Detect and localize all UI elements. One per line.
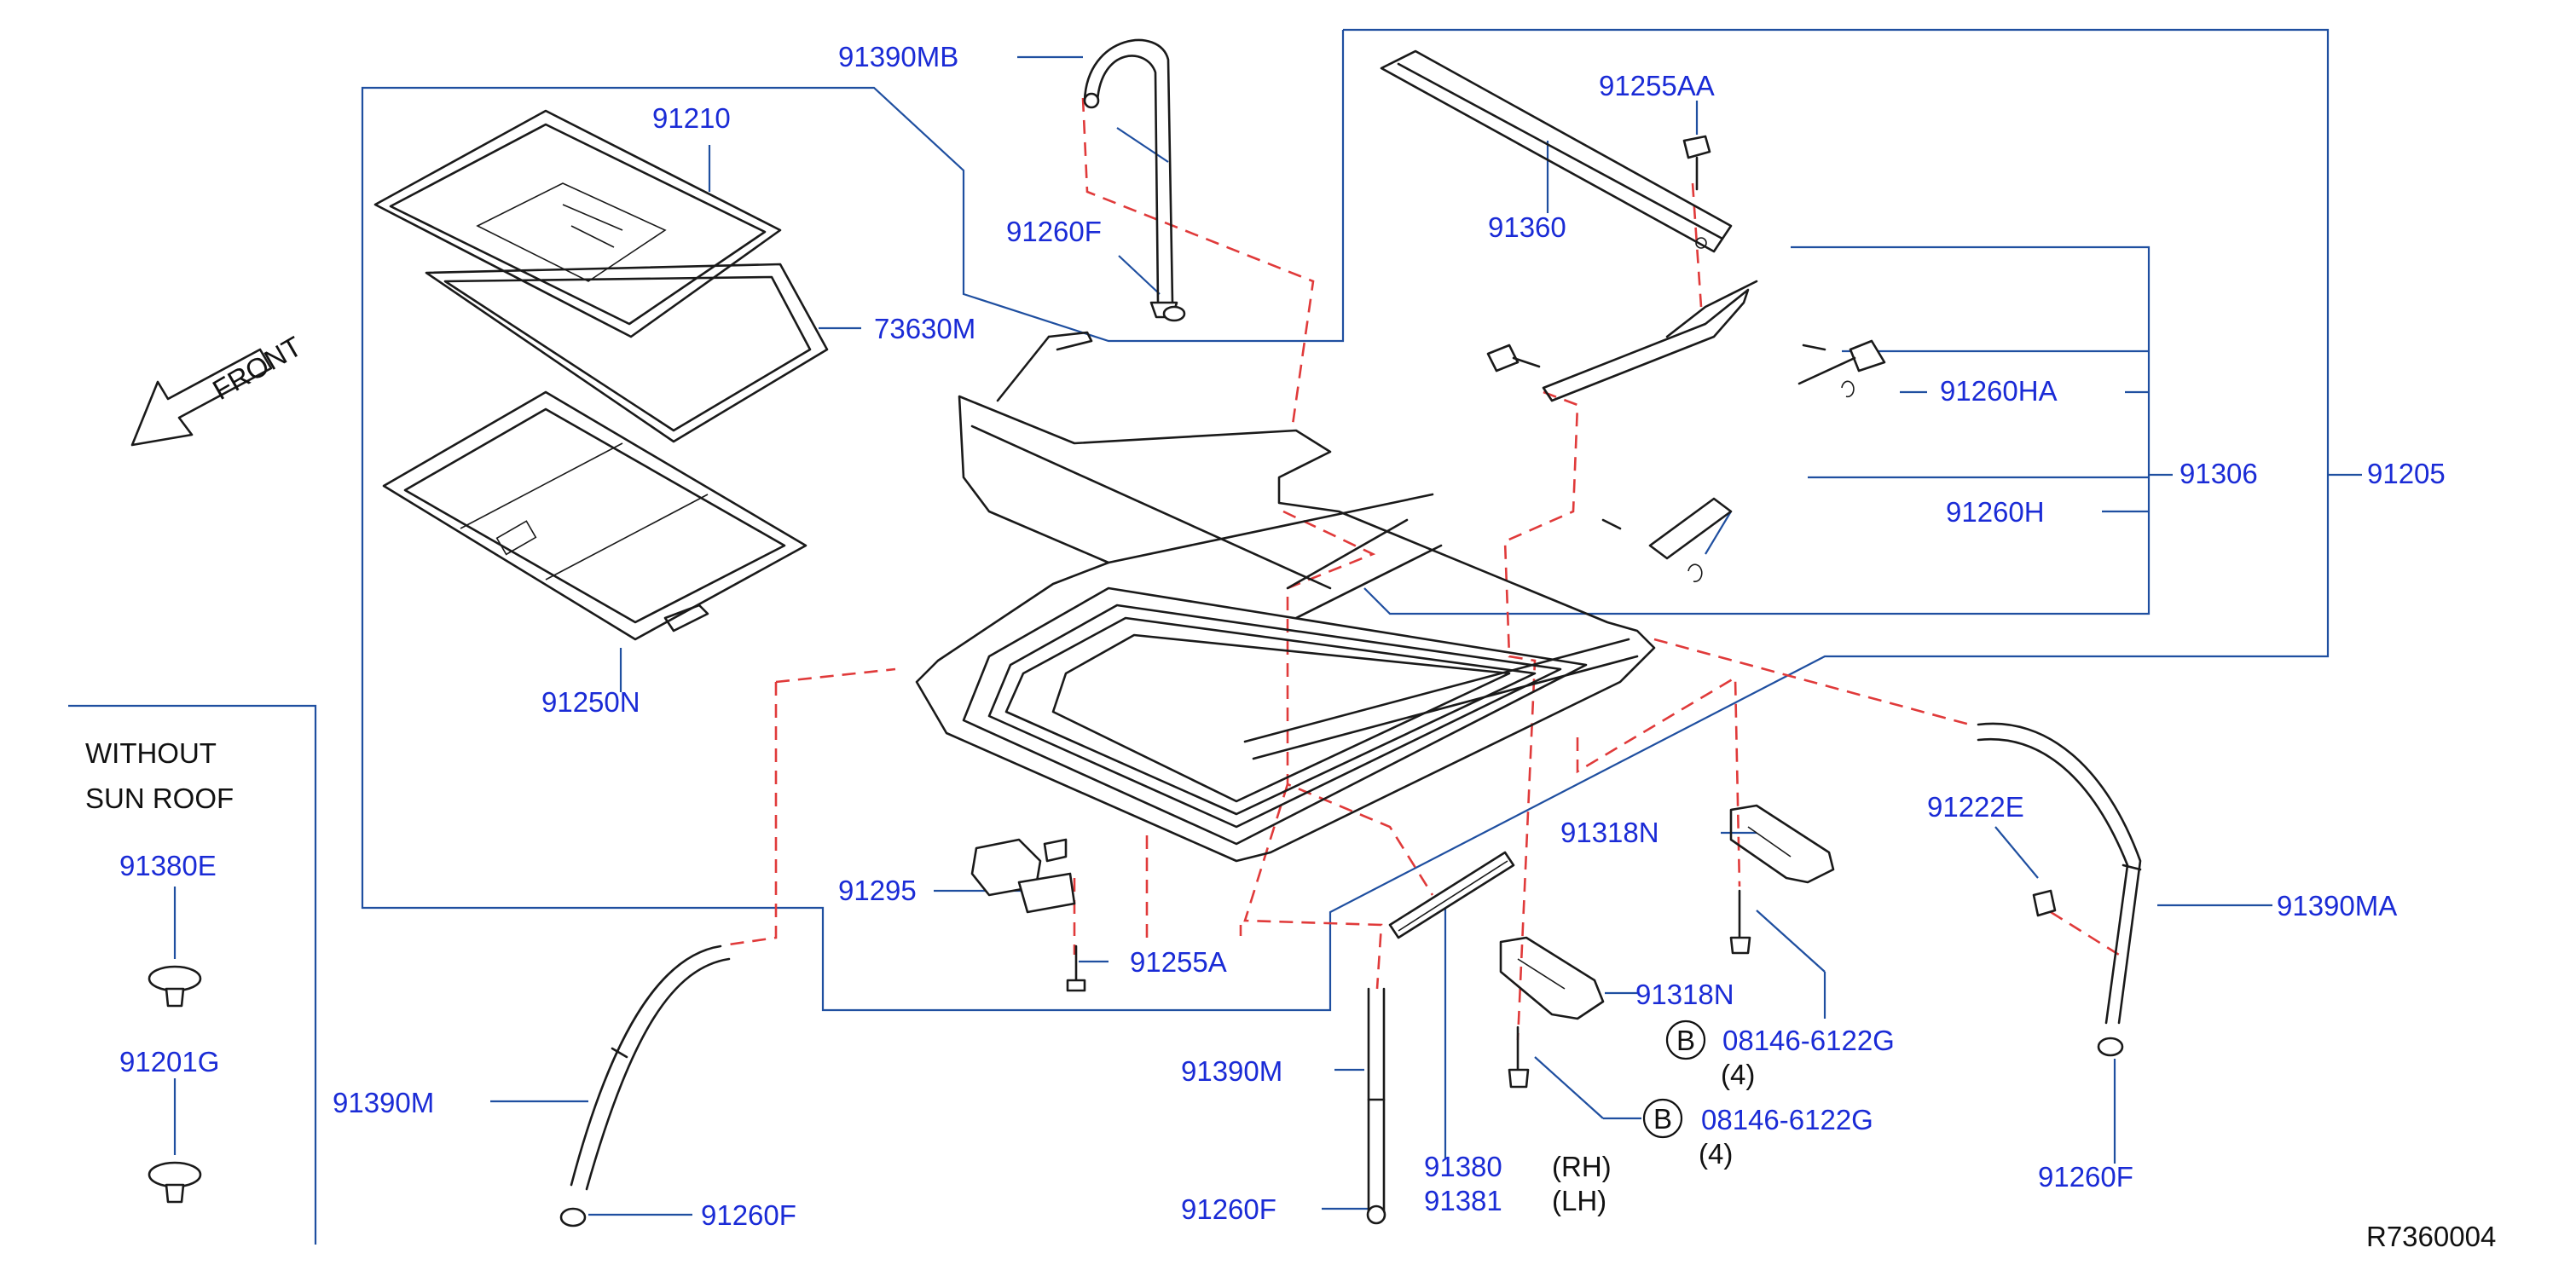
bolt-marker-upper-label: B bbox=[1676, 1025, 1695, 1056]
drain-hose-left-part bbox=[559, 944, 731, 1227]
assembly-dashed-lines bbox=[728, 97, 2120, 1041]
diagram-code: R7360004 bbox=[2366, 1221, 2496, 1252]
label-91360: 91360 bbox=[1488, 211, 1566, 243]
label-91380E: 91380E bbox=[119, 850, 217, 881]
bolts-08146-part bbox=[1508, 889, 1751, 1089]
label-91205: 91205 bbox=[2367, 458, 2446, 489]
label-91390MB: 91390MB bbox=[838, 41, 958, 72]
label-91318N-upper: 91318N bbox=[1560, 817, 1659, 848]
bolt-marker-upper bbox=[1665, 1020, 1706, 1060]
bolt-marker-lower-label: B bbox=[1653, 1103, 1672, 1135]
bolt-marker-lower bbox=[1642, 1098, 1683, 1139]
label-08146-upper-qty: (4) bbox=[1721, 1059, 1755, 1090]
bracket-upper-part bbox=[1729, 804, 1835, 884]
label-91201G: 91201G bbox=[119, 1046, 219, 1077]
label-91260F-top: 91260F bbox=[1006, 216, 1102, 247]
label-91295: 91295 bbox=[838, 875, 917, 906]
label-73630M: 73630M bbox=[874, 313, 975, 344]
drain-hose-right-part bbox=[1977, 722, 2142, 1057]
label-91390MA: 91390MA bbox=[2277, 890, 2397, 921]
label-91255AA: 91255AA bbox=[1599, 70, 1715, 101]
without-sun-roof-line1: WITHOUT bbox=[85, 737, 217, 769]
label-91260F-right: 91260F bbox=[2038, 1161, 2133, 1193]
moulding-strip-part bbox=[1388, 851, 1515, 939]
label-91380: 91380 bbox=[1424, 1151, 1502, 1182]
bolt-top-part bbox=[1682, 135, 1711, 191]
drain-hose-top-part bbox=[1083, 38, 1178, 319]
label-08146-lower-qty: (4) bbox=[1699, 1138, 1733, 1170]
clip-part bbox=[2032, 889, 2057, 917]
label-91255A: 91255A bbox=[1130, 946, 1227, 978]
seal-part bbox=[425, 263, 829, 443]
label-91390M-left: 91390M bbox=[333, 1087, 434, 1118]
front-arrow-icon bbox=[130, 348, 273, 447]
label-91250N: 91250N bbox=[541, 686, 640, 718]
front-label: FRONT bbox=[207, 330, 307, 406]
label-91260H: 91260H bbox=[1946, 496, 2045, 528]
label-91318N-lower: 91318N bbox=[1635, 979, 1734, 1010]
glass-lid-part bbox=[373, 109, 782, 338]
label-91260F-mid: 91260F bbox=[1181, 1193, 1276, 1225]
front-rail-part bbox=[1380, 49, 1733, 253]
label-lh: (LH) bbox=[1552, 1185, 1606, 1216]
label-91260HA: 91260HA bbox=[1940, 375, 2058, 407]
label-91390M-mid: 91390M bbox=[1181, 1055, 1282, 1087]
label-91260F-left: 91260F bbox=[701, 1199, 796, 1231]
sunshade-part bbox=[382, 390, 808, 641]
leader-lines bbox=[68, 28, 2362, 1245]
plug-91201G-part bbox=[148, 1161, 202, 1204]
plug-91380E-part bbox=[148, 965, 202, 1008]
bracket-lower-part bbox=[1499, 936, 1605, 1020]
without-sun-roof-line2: SUN ROOF bbox=[85, 783, 234, 814]
linkage-part bbox=[1486, 280, 1886, 583]
label-91306: 91306 bbox=[2179, 458, 2258, 489]
label-08146-lower: 08146-6122G bbox=[1701, 1104, 1873, 1135]
main-frame-part bbox=[915, 331, 1656, 863]
clip-top-part bbox=[1162, 305, 1186, 322]
label-91381: 91381 bbox=[1424, 1185, 1502, 1216]
bolt-motor-part bbox=[1066, 944, 1086, 992]
label-91222E: 91222E bbox=[1927, 791, 2024, 823]
label-rh: (RH) bbox=[1552, 1151, 1612, 1182]
drain-hose-mid-part bbox=[1366, 987, 1386, 1225]
label-91210: 91210 bbox=[652, 102, 731, 134]
label-08146-upper: 08146-6122G bbox=[1722, 1025, 1895, 1056]
motor-part bbox=[970, 838, 1076, 914]
